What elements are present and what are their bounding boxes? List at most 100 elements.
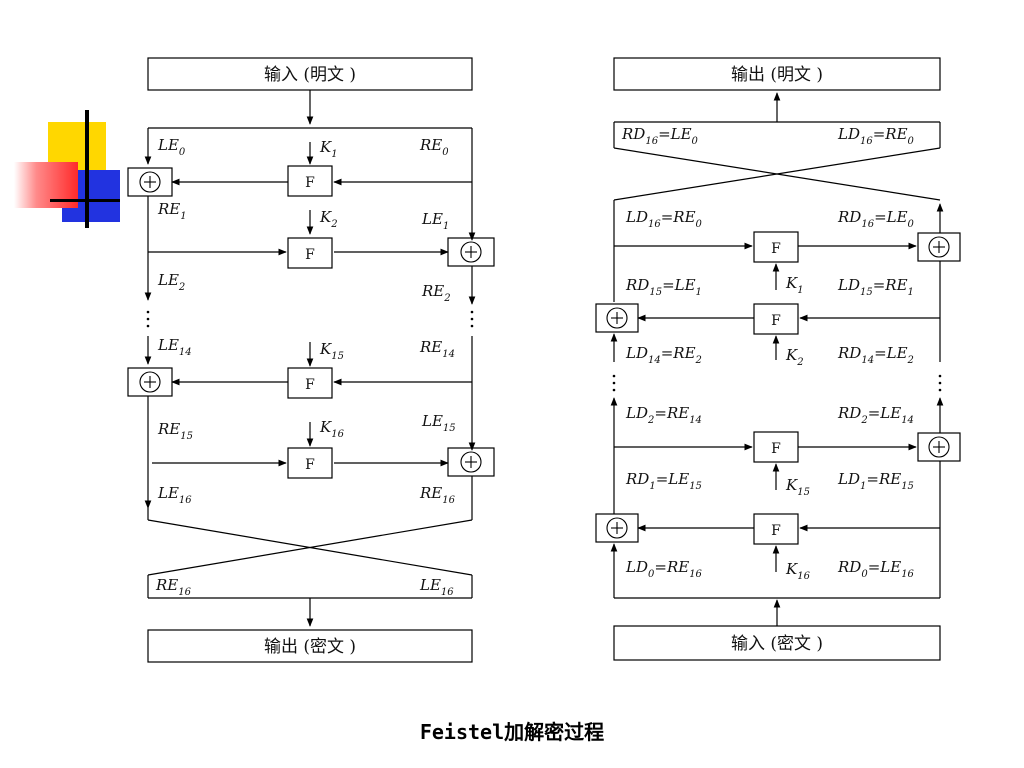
label-dec-r14-left-b2: =RE [661, 344, 696, 362]
label-dec-top-right-b2: =RE [873, 125, 908, 143]
label-dec-top-left: RD16=LE0 [621, 125, 699, 147]
label-dec-r2-left-b1: LD [625, 404, 648, 422]
label-dec-r2-left-s1: 2 [647, 415, 654, 426]
dec-input-box [613, 625, 941, 661]
label-dec-k16-base: K [785, 560, 798, 578]
label-dec-r2-right-b1: RD [837, 404, 861, 422]
label-le14: LE14 [157, 336, 192, 358]
label-le16-swap: LE16 [419, 576, 454, 598]
label-dec-r2-left: LD2=RE14 [625, 404, 702, 426]
label-dec-k15: K15 [785, 476, 810, 498]
encryption-diagram [127, 57, 495, 663]
label-dec-k15-sub: 15 [797, 487, 810, 498]
label-enc-k16: K16 [319, 418, 345, 440]
enc-output-box [147, 629, 473, 663]
enc-f-box-2 [287, 237, 333, 269]
label-dec-r14-right: RD14=LE2 [837, 344, 914, 366]
label-dec-top-left-s1: 16 [645, 136, 658, 147]
label-re15: RE15 [157, 420, 193, 442]
ellipses [146, 310, 942, 392]
label-dec-r1-left: RD1=LE15 [625, 470, 702, 492]
label-dec-r1-right-b2: =RE [866, 470, 901, 488]
label-dec-r16-left-b1: LD [625, 208, 648, 226]
label-dec-r2-right-s1: 2 [860, 415, 867, 426]
label-dec-r16-right-s2: 0 [908, 219, 915, 230]
label-re16-sub: 16 [442, 495, 455, 506]
enc-f-label-16: F [305, 457, 315, 473]
dec-xor-1 [928, 236, 950, 258]
label-dec-r15-right-s1: 15 [860, 287, 873, 298]
enc-xor-16 [460, 451, 482, 473]
label-dec-r0-left-s2: 16 [689, 569, 702, 580]
dec-xor-2 [606, 307, 628, 329]
label-dec-r14-left: LD14=RE2 [625, 344, 702, 366]
label-dec-r0-left: LD0=RE16 [625, 558, 703, 580]
label-dec-r1-left-b2: =LE [656, 470, 690, 488]
dec-f-label-16: F [771, 523, 781, 539]
enc-output-label: 输出 (密文 ) [264, 637, 356, 657]
label-le14-base: LE [157, 336, 179, 354]
label-dec-r14-right-s2: 2 [907, 355, 914, 366]
label-dec-r16-right: RD16=LE0 [837, 208, 915, 230]
label-dec-r2-left-s2: 14 [689, 415, 702, 426]
label-re14-sub: 14 [442, 349, 455, 360]
label-re0-base: RE [419, 136, 442, 154]
label-le16-base: LE [157, 484, 179, 502]
label-enc-k1: K1 [319, 138, 338, 160]
label-le16: LE16 [157, 484, 192, 506]
label-dec-r1-right-s2: 15 [901, 481, 914, 492]
label-dec-r1-right-s1: 1 [860, 481, 866, 492]
label-dec-r2-right: RD2=LE14 [837, 404, 914, 426]
label-dec-r16-left-s1: 16 [648, 219, 661, 230]
dec-output-label: 输出 (明文 ) [731, 65, 823, 85]
label-enc-k2-sub: 2 [330, 219, 337, 230]
label-dec-r1-left-b1: RD [625, 470, 649, 488]
dec-output-box [613, 57, 941, 91]
enc-input-label: 输入 (明文 ) [264, 65, 356, 85]
label-dec-top-left-b1: RD [621, 125, 645, 143]
label-re16-swap-sub: 16 [178, 587, 191, 598]
label-dec-r16-right-b1: RD [837, 208, 861, 226]
label-dec-r14-left-b1: LD [625, 344, 648, 362]
label-re15-base: RE [157, 420, 180, 438]
dec-f-box-16 [753, 513, 799, 545]
dec-xor-16 [606, 517, 628, 539]
label-dec-top-right-s1: 16 [860, 136, 873, 147]
label-dec-r0-left-s1: 0 [648, 569, 655, 580]
label-dec-r14-left-s1: 14 [648, 355, 661, 366]
label-le1-sub: 1 [443, 221, 449, 232]
dec-f-label-15: F [771, 441, 781, 457]
label-enc-k15-base: K [319, 340, 332, 358]
label-enc-k1-base: K [319, 138, 332, 156]
enc-xor-15 [139, 371, 161, 393]
label-le2: LE2 [157, 271, 185, 293]
enc-f-box-15 [287, 367, 333, 399]
label-dec-r16-left-b2: =RE [661, 208, 696, 226]
label-dec-r0-right-s2: 16 [901, 569, 914, 580]
enc-f-label-15: F [305, 377, 315, 393]
label-dec-k1-base: K [785, 274, 798, 292]
label-dec-r16-right-b2: =LE [874, 208, 908, 226]
label-dec-r1-left-s2: 15 [689, 481, 702, 492]
decryption-diagram [595, 57, 961, 661]
label-dec-r16-left: LD16=RE0 [625, 208, 703, 230]
label-le1: LE1 [421, 210, 449, 232]
label-le2-sub: 2 [178, 282, 185, 293]
label-le15: LE15 [421, 412, 456, 434]
label-dec-top-right-s2: 0 [908, 136, 915, 147]
dec-f-label-1: F [771, 241, 781, 257]
label-dec-k16-sub: 16 [797, 571, 810, 582]
label-dec-r1-left-s1: 1 [649, 481, 655, 492]
label-dec-r15-left-b1: RD [625, 276, 649, 294]
label-dec-r16-left-s2: 0 [696, 219, 703, 230]
label-dec-k15-base: K [785, 476, 798, 494]
label-dec-r15-left-s2: 1 [696, 287, 702, 298]
label-dec-r0-left-b1: LD [625, 558, 648, 576]
label-le0-sub: 0 [179, 147, 186, 158]
label-dec-r15-left-s1: 15 [649, 287, 662, 298]
label-dec-r15-right-b1: LD [837, 276, 860, 294]
enc-xor-1 [139, 171, 161, 193]
label-dec-r1-right-b1: LD [837, 470, 860, 488]
label-dec-r0-left-b2: =RE [654, 558, 689, 576]
